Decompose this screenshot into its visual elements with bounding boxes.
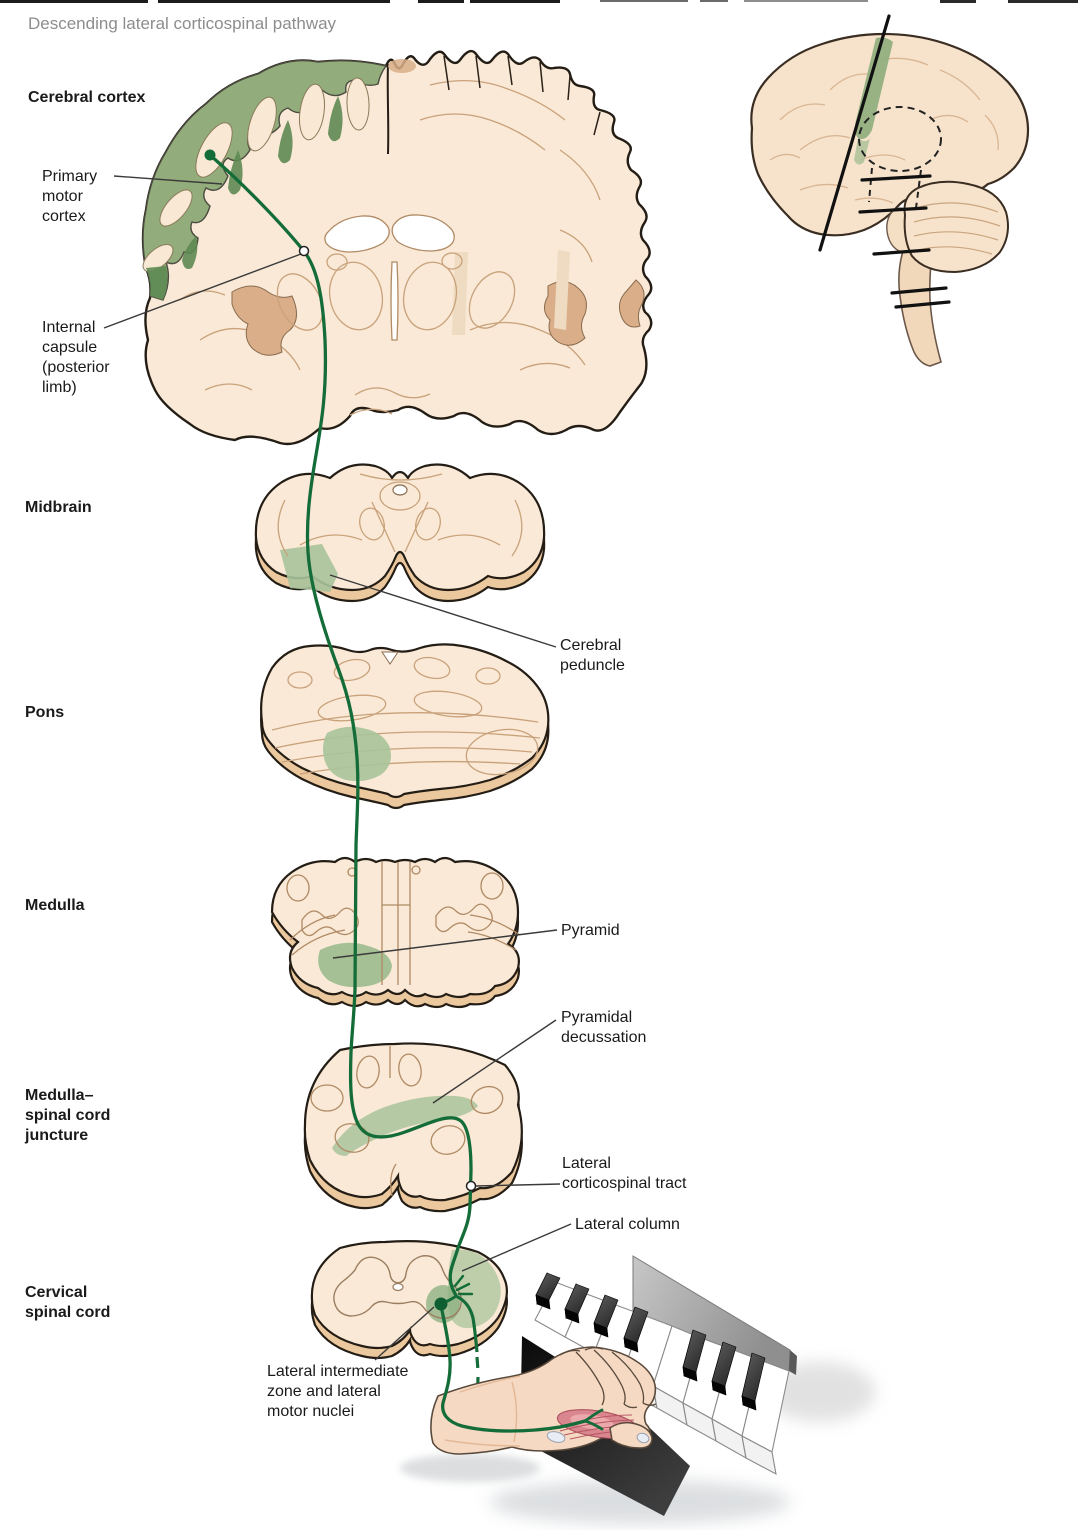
- midbrain-section: [254, 463, 546, 603]
- piano-black-keys: [535, 1271, 766, 1411]
- coronal-brain-section: [141, 49, 653, 446]
- internal-capsule-marker: [298, 245, 310, 257]
- continuing-tract: [455, 1294, 480, 1397]
- corticospinal-pathway-line: [208, 153, 474, 1305]
- label-cerebral-peduncle: Cerebral peduncle: [560, 637, 625, 674]
- label-medulla: Medulla: [25, 897, 85, 914]
- label-medulla-spinal-cord-juncture: Medulla– spinal cord juncture: [25, 1087, 111, 1144]
- lateral-tract-marker: [465, 1180, 477, 1192]
- label-lateral-corticospinal-tract: Lateral corticospinal tract: [562, 1155, 687, 1192]
- label-midbrain: Midbrain: [25, 499, 92, 516]
- medulla-section: [270, 856, 521, 1009]
- label-cerebral-cortex: Cerebral cortex: [28, 89, 146, 106]
- label-pyramidal-decussation: Pyramidal decussation: [561, 1009, 647, 1046]
- brain-lateral-inset: [750, 14, 1030, 367]
- label-internal-capsule: Internal capsule (posterior limb): [42, 319, 110, 396]
- label-cervical-spinal-cord: Cervical spinal cord: [25, 1284, 111, 1321]
- leader-lines: [103, 175, 572, 1361]
- juncture-section: [303, 1042, 523, 1213]
- motor-axon-line: [439, 1303, 604, 1433]
- label-pyramid: Pyramid: [561, 922, 620, 939]
- pons-section: [260, 643, 550, 810]
- cervical-section: [310, 1240, 509, 1360]
- motor-neuron-dot: [434, 1297, 448, 1311]
- label-lateral-column: Lateral column: [575, 1216, 680, 1233]
- figure-title: Descending lateral corticospinal pathway: [28, 14, 337, 33]
- label-lateral-intermediate: Lateral intermediate zone and lateral mo…: [267, 1363, 409, 1420]
- top-crop-artifact: [0, 0, 1078, 3]
- motor-cortex-highlight: [142, 59, 388, 301]
- label-primary-motor-cortex: Primary motor cortex: [42, 168, 98, 225]
- label-pons: Pons: [25, 704, 65, 721]
- lateral-column-highlight: [447, 1249, 501, 1329]
- cortex-origin-dot: [204, 149, 216, 161]
